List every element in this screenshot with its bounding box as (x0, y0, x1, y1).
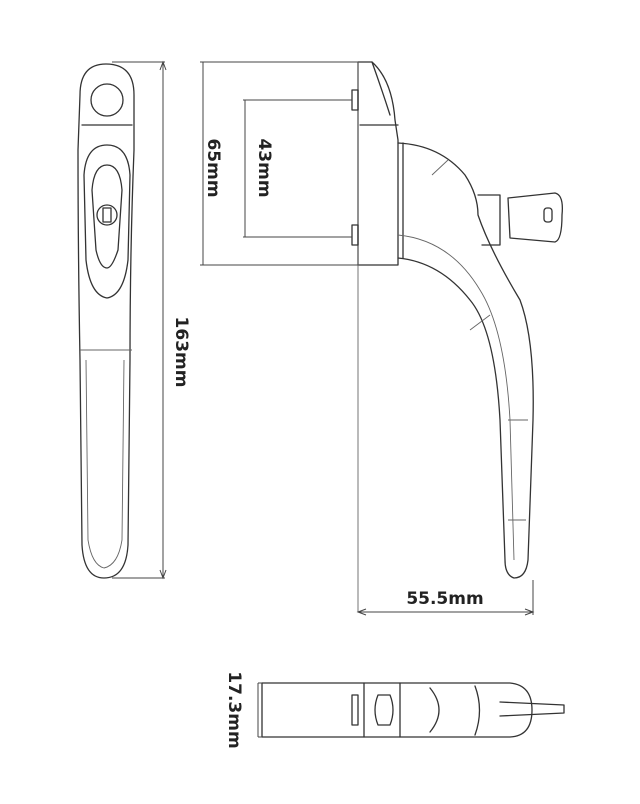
dimension-backplate-height: 65mm (203, 138, 223, 197)
dimension-projection: 55.5mm (406, 589, 483, 609)
key (507, 192, 563, 243)
lock-cylinder (96, 204, 118, 226)
dimension-fixing-centres: 43mm (254, 138, 274, 197)
side-view: 65mm 43mm 55.5mm (200, 61, 563, 616)
bottom-view: 17.3mm (224, 671, 565, 749)
dimension-overall-height: 163mm (171, 317, 191, 388)
dimension-depth: 17.3mm (224, 671, 244, 748)
spindle-hole (90, 83, 124, 117)
front-view: 163mm (77, 60, 191, 580)
